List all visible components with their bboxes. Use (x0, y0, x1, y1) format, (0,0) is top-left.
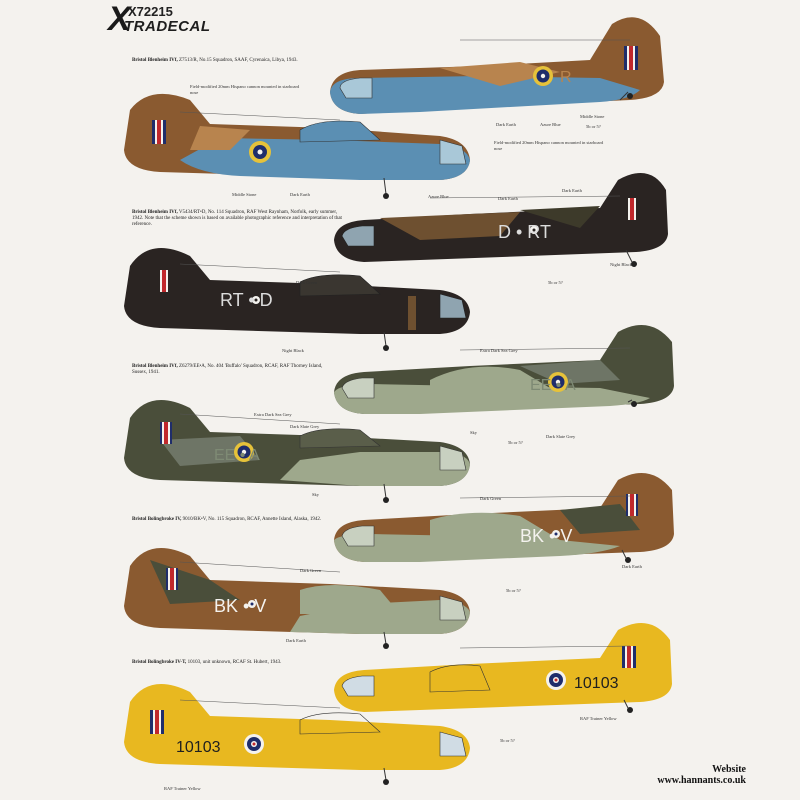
profile-5-aircraft-left: 10103 (124, 684, 470, 785)
profile-3-aircraft-left: EE • A (124, 400, 470, 503)
profile-2-code-right: D • RT (498, 222, 551, 242)
profile-5-label-yellow-2: RAF Trainer Yellow (580, 716, 617, 721)
profile-1-aircraft-left (124, 93, 470, 199)
profile-5-label-yellow: RAF Trainer Yellow (164, 786, 201, 791)
profile-5-aircraft-right: 10103 (334, 622, 672, 713)
profile-2-label-earth-2: Dark Earth (562, 188, 583, 193)
profile-4-label-earth: Dark Earth (286, 638, 307, 643)
profile-3-label-sky: Sky (312, 492, 320, 497)
profile-1-label-azure: Azure Blue (428, 194, 449, 199)
profile-2-label-5b: 5b or 5? (548, 280, 563, 285)
profile-4-label-earth-2: Dark Earth (622, 564, 643, 569)
profile-5-label-5b: 5b or 5? (500, 738, 515, 743)
profile-1-caption: Bristol Blenheim IVf, Z7513/R, No.15 Squ… (132, 58, 298, 63)
brand-name: TRADECAL (124, 18, 211, 35)
profile-5-code-right: 10103 (574, 675, 619, 692)
profile-2-caption: Bristol Blenheim IVf, V5434/RT•D, No. 11… (132, 210, 342, 227)
profile-1-label-earth: Dark Earth (290, 192, 311, 197)
profile-4-code-left: BK • V (214, 596, 266, 616)
profile-1-label-5b: 5b or 5? (586, 124, 601, 129)
product-code: X72215 (128, 4, 173, 19)
website-title: Website (712, 764, 746, 775)
profile-2-label-green: Dark Green (296, 280, 318, 285)
profile-4-label-green-2: Dark Green (480, 496, 502, 501)
profile-1-label-stone: Middle Stone (232, 192, 256, 197)
profile-2-code-left: RT • D (220, 290, 273, 310)
profile-3-label-grey-2: Extra Dark Sea Grey (480, 348, 518, 353)
website-block: Website www.hannants.co.uk (657, 764, 746, 786)
profile-3-label-sky-2: Sky (470, 430, 478, 435)
brand-x: X (108, 0, 131, 38)
profile-3-caption: Bristol Blenheim IVf, Z6279/EE•A, No. 40… (132, 364, 323, 375)
profile-4-caption: Bristol Bolingbroke IV, 9010/BK•V, No. 1… (132, 517, 322, 522)
profile-4-aircraft-left: BK • V (124, 548, 470, 649)
profile-1-aircraft-right: R (330, 17, 664, 114)
profile-2-label-earth: Dark Earth (498, 196, 519, 201)
profile-4-label-green: Dark Green (300, 568, 322, 573)
profile-1-code-right: R (560, 69, 572, 86)
profile-2-label-black-2: Night Black (610, 262, 633, 267)
profile-4-label-5b: 5b or 5? (506, 588, 521, 593)
profile-3-label-slate: Dark Slate Grey (290, 424, 320, 429)
profile-4-aircraft-right: BK • V (334, 472, 674, 563)
profile-3-code-right: EE • A (530, 377, 576, 394)
profile-5-code-left: 10103 (176, 739, 221, 756)
profile-3-label-slate-2: Dark Slate Grey (546, 434, 576, 439)
profile-1-label-earth-2: Dark Earth (496, 122, 517, 127)
profile-1-note-bottom: Field-modified 20mm Hispano cannon mount… (494, 140, 604, 151)
profile-3-label-5b: 5b or 5? (508, 440, 523, 445)
profile-3-label-grey: Extra Dark Sea Grey (254, 412, 292, 417)
profile-4-code-right: BK • V (520, 526, 572, 546)
profile-1-label-stone-2: Middle Stone (580, 114, 604, 119)
profile-2-aircraft-left: RT • D (124, 248, 470, 351)
website-url[interactable]: www.hannants.co.uk (657, 775, 746, 786)
profile-2-label-black: Night Black (282, 348, 305, 353)
profile-1-label-azure-2: Azure Blue (540, 122, 561, 127)
profile-1-note-top: Field-modified 20mm Hispano cannon mount… (190, 84, 300, 95)
profile-3-code-left: EE • A (214, 447, 260, 464)
profile-5-caption: Bristol Bolingbroke IV-T, 10103, unit un… (132, 660, 282, 665)
profile-2-aircraft-right: D • RT (334, 172, 668, 267)
profile-3-aircraft-right: EE • A (334, 324, 674, 414)
